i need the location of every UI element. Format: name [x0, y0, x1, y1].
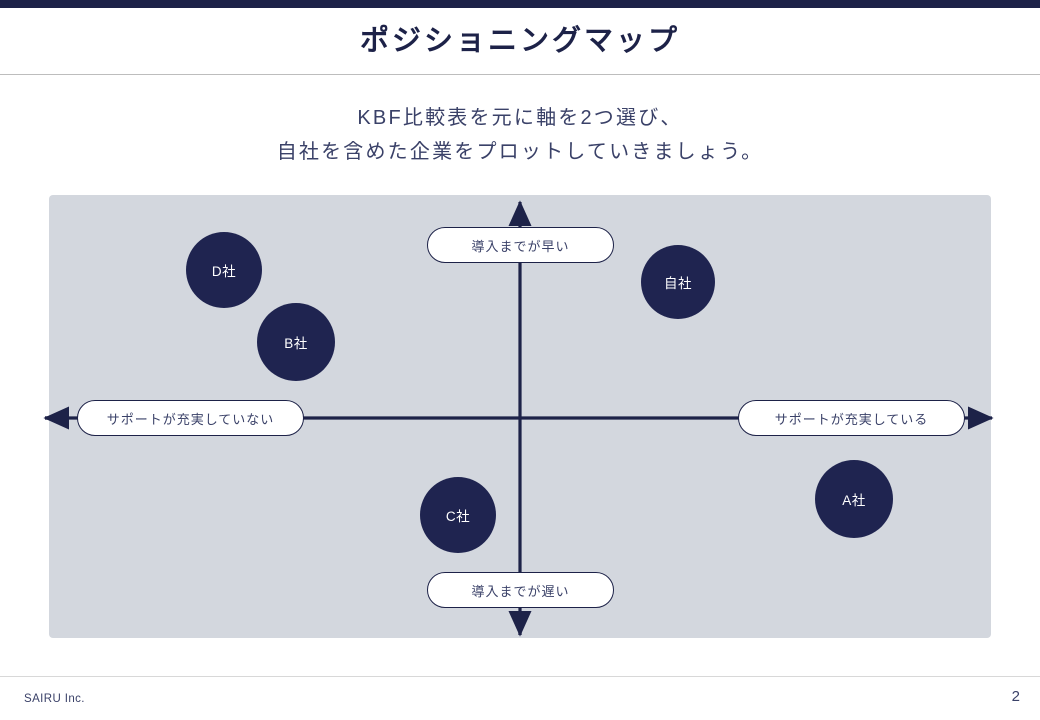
slide-footer: SAIRU Inc. 2: [0, 676, 1040, 720]
axis-label-left: サポートが充実していない: [77, 400, 304, 436]
axis-label-right: サポートが充実している: [738, 400, 965, 436]
page-title: ポジショニングマップ: [359, 24, 680, 57]
company-bubble[interactable]: C社: [420, 477, 496, 553]
subtitle-line-2: 自社を含めた企業をプロットしていきましょう。: [276, 141, 764, 163]
slide-header: ポジショニングマップ: [0, 8, 1040, 75]
subtitle-line-1: KBF比較表を元に軸を2つ選び、: [357, 107, 683, 129]
company-bubble[interactable]: D社: [186, 232, 262, 308]
company-bubble[interactable]: B社: [257, 303, 335, 381]
footer-brand: SAIRU Inc.: [24, 693, 85, 705]
company-bubble[interactable]: A社: [815, 460, 893, 538]
company-bubble[interactable]: 自社: [641, 245, 715, 319]
axis-label-bottom: 導入までが遅い: [427, 572, 614, 608]
footer-page-number: 2: [1011, 688, 1020, 705]
slide-subtitle: KBF比較表を元に軸を2つ選び、 自社を含めた企業をプロットしていきましょう。: [0, 101, 1040, 169]
axis-label-top: 導入までが早い: [427, 227, 614, 263]
top-accent-bar: [0, 0, 1040, 8]
